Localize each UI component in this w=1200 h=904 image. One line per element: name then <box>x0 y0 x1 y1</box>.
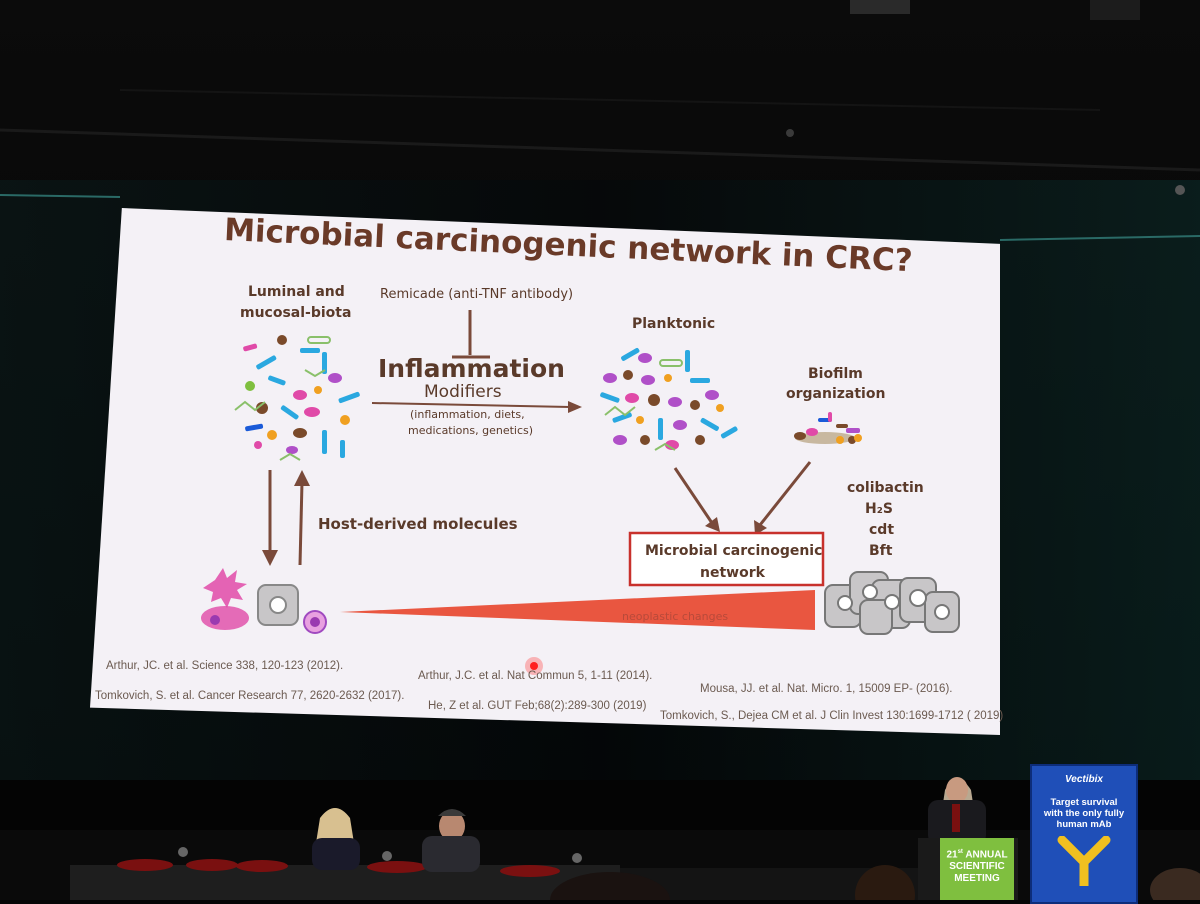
reference-4: He, Z et al. GUT Feb;68(2):289-300 (2019… <box>428 700 647 712</box>
podium-sign: 21st ANNUAL SCIENTIFIC MEETING <box>940 838 1014 900</box>
modifiers-arrow <box>371 401 582 413</box>
inhibition-bar <box>452 310 490 359</box>
network-box-line1: Microbial carcinogenic <box>645 543 823 559</box>
host-molecules-label: Host-derived molecules <box>318 515 518 533</box>
projected-slide <box>90 208 1000 735</box>
reference-6: Tomkovich, S., Dejea CM et al. J Clin In… <box>660 710 1004 722</box>
biofilm-cluster <box>794 412 862 444</box>
speaker <box>928 777 986 845</box>
luminal-label-line2: mucosal-biota <box>240 305 352 321</box>
reference-3: Arthur, J.C. et al. Nat Commun 5, 1-11 (… <box>418 670 653 682</box>
podium-sign-annual: ANNUAL <box>962 849 1008 861</box>
modifiers-detail-line1: (inflammation, diets, <box>410 408 525 421</box>
remicade-label: Remicade (anti-TNF antibody) <box>380 287 574 302</box>
luminal-label-line1: Luminal and <box>248 284 345 300</box>
inflammation-label: Inflammation <box>378 354 565 383</box>
panelist-woman <box>312 808 360 870</box>
planktonic-cluster <box>600 348 738 451</box>
network-arrows <box>673 461 812 535</box>
toxin-colibactin: colibactin <box>847 480 924 496</box>
reference-5: Mousa, JJ. et al. Nat. Micro. 1, 15009 E… <box>700 683 953 695</box>
banner-line3: human mAb <box>1056 819 1112 830</box>
banner-line2: with the only fully <box>1043 808 1125 819</box>
panelist-man <box>422 809 480 872</box>
network-box-line2: network <box>700 565 765 581</box>
podium-sign-line2: SCIENTIFIC <box>949 861 1005 873</box>
tumor-cells <box>824 571 960 635</box>
reference-2: Tomkovich, S. et al. Cancer Research 77,… <box>95 690 405 702</box>
podium-sign-line3: MEETING <box>954 873 1000 885</box>
antibody-icon <box>1057 836 1111 886</box>
toxin-cdt: cdt <box>869 522 895 538</box>
modifiers-label: Modifiers <box>424 382 502 402</box>
reference-1: Arthur, JC. et al. Science 338, 120-123 … <box>106 660 344 672</box>
toxin-h2s: H₂S <box>865 501 893 517</box>
biofilm-label-line1: Biofilm <box>808 366 863 382</box>
neoplastic-label: neoplastic changes <box>622 610 729 623</box>
sponsor-banner: Vectibix Target survival with the only f… <box>1030 764 1138 904</box>
podium-sign-suffix: st <box>957 849 963 855</box>
banner-brand: Vectibix <box>1065 774 1103 785</box>
luminal-biota-cluster <box>234 333 362 461</box>
host-cells <box>201 568 327 634</box>
biofilm-label-line2: organization <box>786 386 886 402</box>
toxin-bft: Bft <box>869 543 893 559</box>
neoplastic-wedge <box>340 590 815 630</box>
network-box <box>628 531 825 587</box>
podium-sign-number: 21 <box>946 849 958 861</box>
modifiers-detail-line2: medications, genetics) <box>408 424 534 437</box>
banner-line1: Target survival <box>1050 797 1118 808</box>
host-arrows <box>262 470 310 566</box>
planktonic-label: Planktonic <box>632 316 716 332</box>
